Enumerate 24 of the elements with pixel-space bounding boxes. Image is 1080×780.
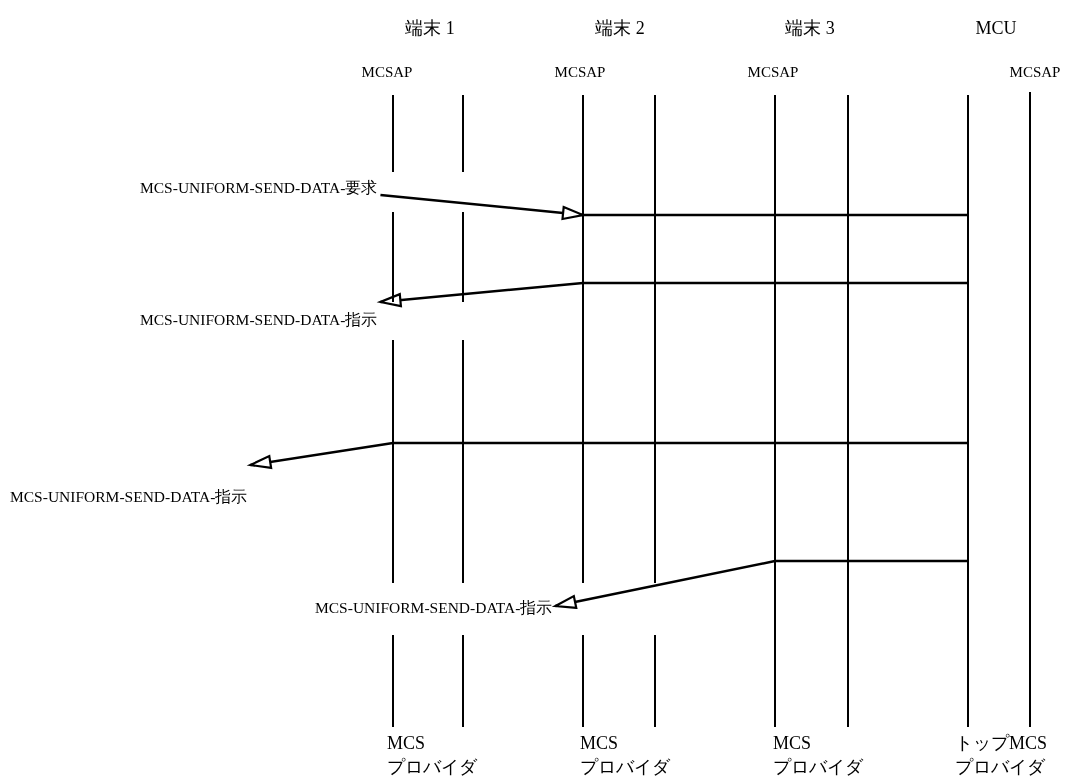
message-label: MCS-UNIFORM-SEND-DATA-指示 (315, 598, 553, 618)
entity-label: MCSAP (361, 63, 413, 82)
lifeline (773, 95, 777, 727)
message-line (775, 559, 968, 563)
message-line (583, 213, 968, 217)
entity-label: MCU (975, 18, 1017, 38)
arrow (554, 559, 776, 609)
arrow (249, 441, 394, 469)
layer-label: MCS プロバイダ (387, 732, 478, 779)
lifeline (966, 95, 970, 727)
message-line (583, 281, 968, 285)
message-line (393, 441, 968, 445)
entity-label: MCSAP (747, 63, 799, 82)
layer-label: MCS プロバイダ (773, 732, 864, 779)
layer-label: MCS プロバイダ (580, 732, 671, 779)
lifeline (581, 95, 585, 727)
entity-label: MCSAP (554, 63, 606, 82)
arrow (379, 281, 584, 308)
entity-label: MCSAP (1009, 63, 1061, 82)
message-label: MCS-UNIFORM-SEND-DATA-要求 (140, 178, 378, 198)
message-label: MCS-UNIFORM-SEND-DATA-指示 (140, 310, 378, 330)
layer-label: トップMCS プロバイダ (955, 732, 1049, 779)
arrow (380, 193, 585, 221)
message-label: MCS-UNIFORM-SEND-DATA-指示 (10, 487, 248, 507)
